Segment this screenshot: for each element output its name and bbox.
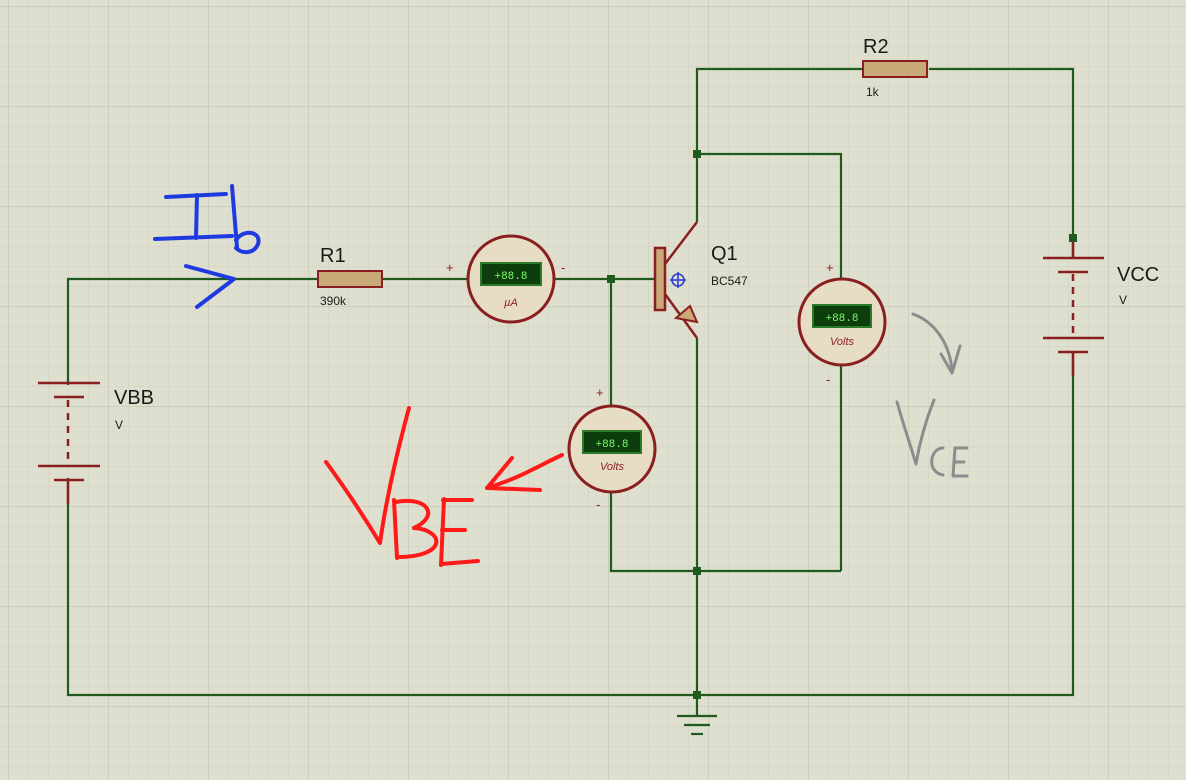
junction-collector [693, 150, 701, 158]
wire-vbe-meter-to-emitter[interactable] [609, 492, 841, 573]
r1-value: 390k [320, 294, 347, 308]
voltmeter-vbe[interactable]: +88.8 Volts + - [567, 385, 657, 512]
vce-meter-plus: + [826, 260, 834, 275]
vbe-meter-plus: + [596, 385, 604, 400]
vcc-label: VCC [1117, 264, 1159, 286]
junction-vcc-top [1069, 234, 1077, 242]
voltmeter-vce[interactable]: +88.8 Volts + - [797, 260, 887, 387]
junction-emitter [693, 567, 701, 575]
annotation-vce [895, 312, 969, 478]
vcc-unit: V [1119, 293, 1127, 307]
vce-meter-reading: +88.8 [825, 313, 858, 325]
vce-meter-minus: - [826, 372, 830, 387]
ground-icon[interactable] [677, 714, 717, 736]
wires [66, 67, 1075, 716]
battery-vcc[interactable] [1043, 242, 1104, 376]
r2-value: 1k [866, 85, 880, 99]
q1-label: Q1 [711, 243, 738, 265]
q1-part: BC547 [711, 274, 748, 288]
ammeter-reading: +88.8 [494, 271, 527, 283]
ammeter-minus: - [561, 260, 565, 275]
crosshair-icon [670, 272, 686, 288]
resistor-r1[interactable]: R1 390k [317, 245, 383, 308]
wire-vbb-bottom[interactable] [66, 352, 1075, 697]
wire-collector-to-r2[interactable] [695, 67, 863, 222]
resistor-r2[interactable]: R2 1k [862, 36, 928, 99]
ammeter-base[interactable]: +88.8 µA + - [446, 234, 565, 324]
vbb-unit: V [115, 418, 123, 432]
vbe-meter-minus: - [596, 497, 600, 512]
annotation-vbe [324, 406, 564, 567]
battery-vbb[interactable] [38, 381, 100, 504]
ammeter-plus: + [446, 260, 454, 275]
r1-label: R1 [320, 245, 346, 267]
wire-collector-to-vce-meter[interactable] [697, 152, 843, 278]
vbe-meter-unit: Volts [600, 461, 625, 473]
junction-base [607, 275, 615, 283]
r2-label: R2 [863, 36, 889, 58]
wire-r2-to-vcc[interactable] [929, 67, 1075, 258]
vbb-label: VBB [114, 387, 154, 409]
transistor-q1[interactable] [653, 221, 699, 339]
vbe-meter-reading: +88.8 [595, 439, 628, 451]
junction-dots [607, 150, 1077, 699]
annotation-ib [153, 184, 261, 309]
junction-ground [693, 691, 701, 699]
ammeter-unit: µA [504, 297, 518, 309]
vce-meter-unit: Volts [830, 336, 855, 348]
